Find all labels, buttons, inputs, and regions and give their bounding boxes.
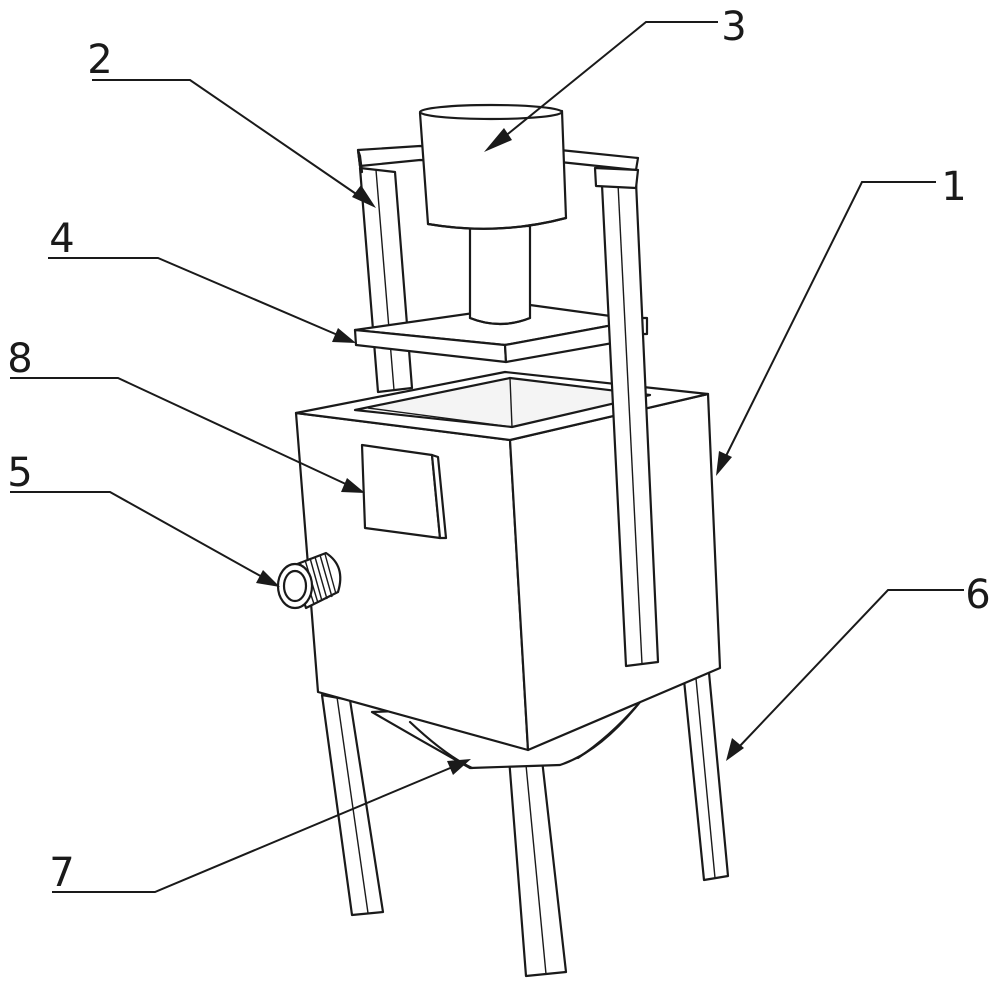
cylinder-rod [468, 224, 532, 326]
leader-lines [10, 21, 964, 893]
body-top-opening [353, 376, 652, 429]
leg-front-right [506, 740, 568, 978]
callout-labels: 3 2 1 4 8 5 6 7 [7, 4, 990, 896]
callout-8: 8 [7, 336, 32, 382]
callout-4: 4 [49, 216, 74, 262]
callout-3: 3 [721, 4, 746, 50]
main-body [294, 370, 722, 752]
callout-1: 1 [941, 164, 966, 210]
cylinder-housing [418, 103, 568, 230]
support-legs [320, 660, 730, 978]
control-panel [360, 443, 448, 540]
adjust-knob [276, 551, 342, 610]
callout-2: 2 [87, 37, 112, 83]
callout-5: 5 [7, 450, 32, 496]
callout-7: 7 [49, 850, 74, 896]
callout-6: 6 [965, 572, 990, 618]
